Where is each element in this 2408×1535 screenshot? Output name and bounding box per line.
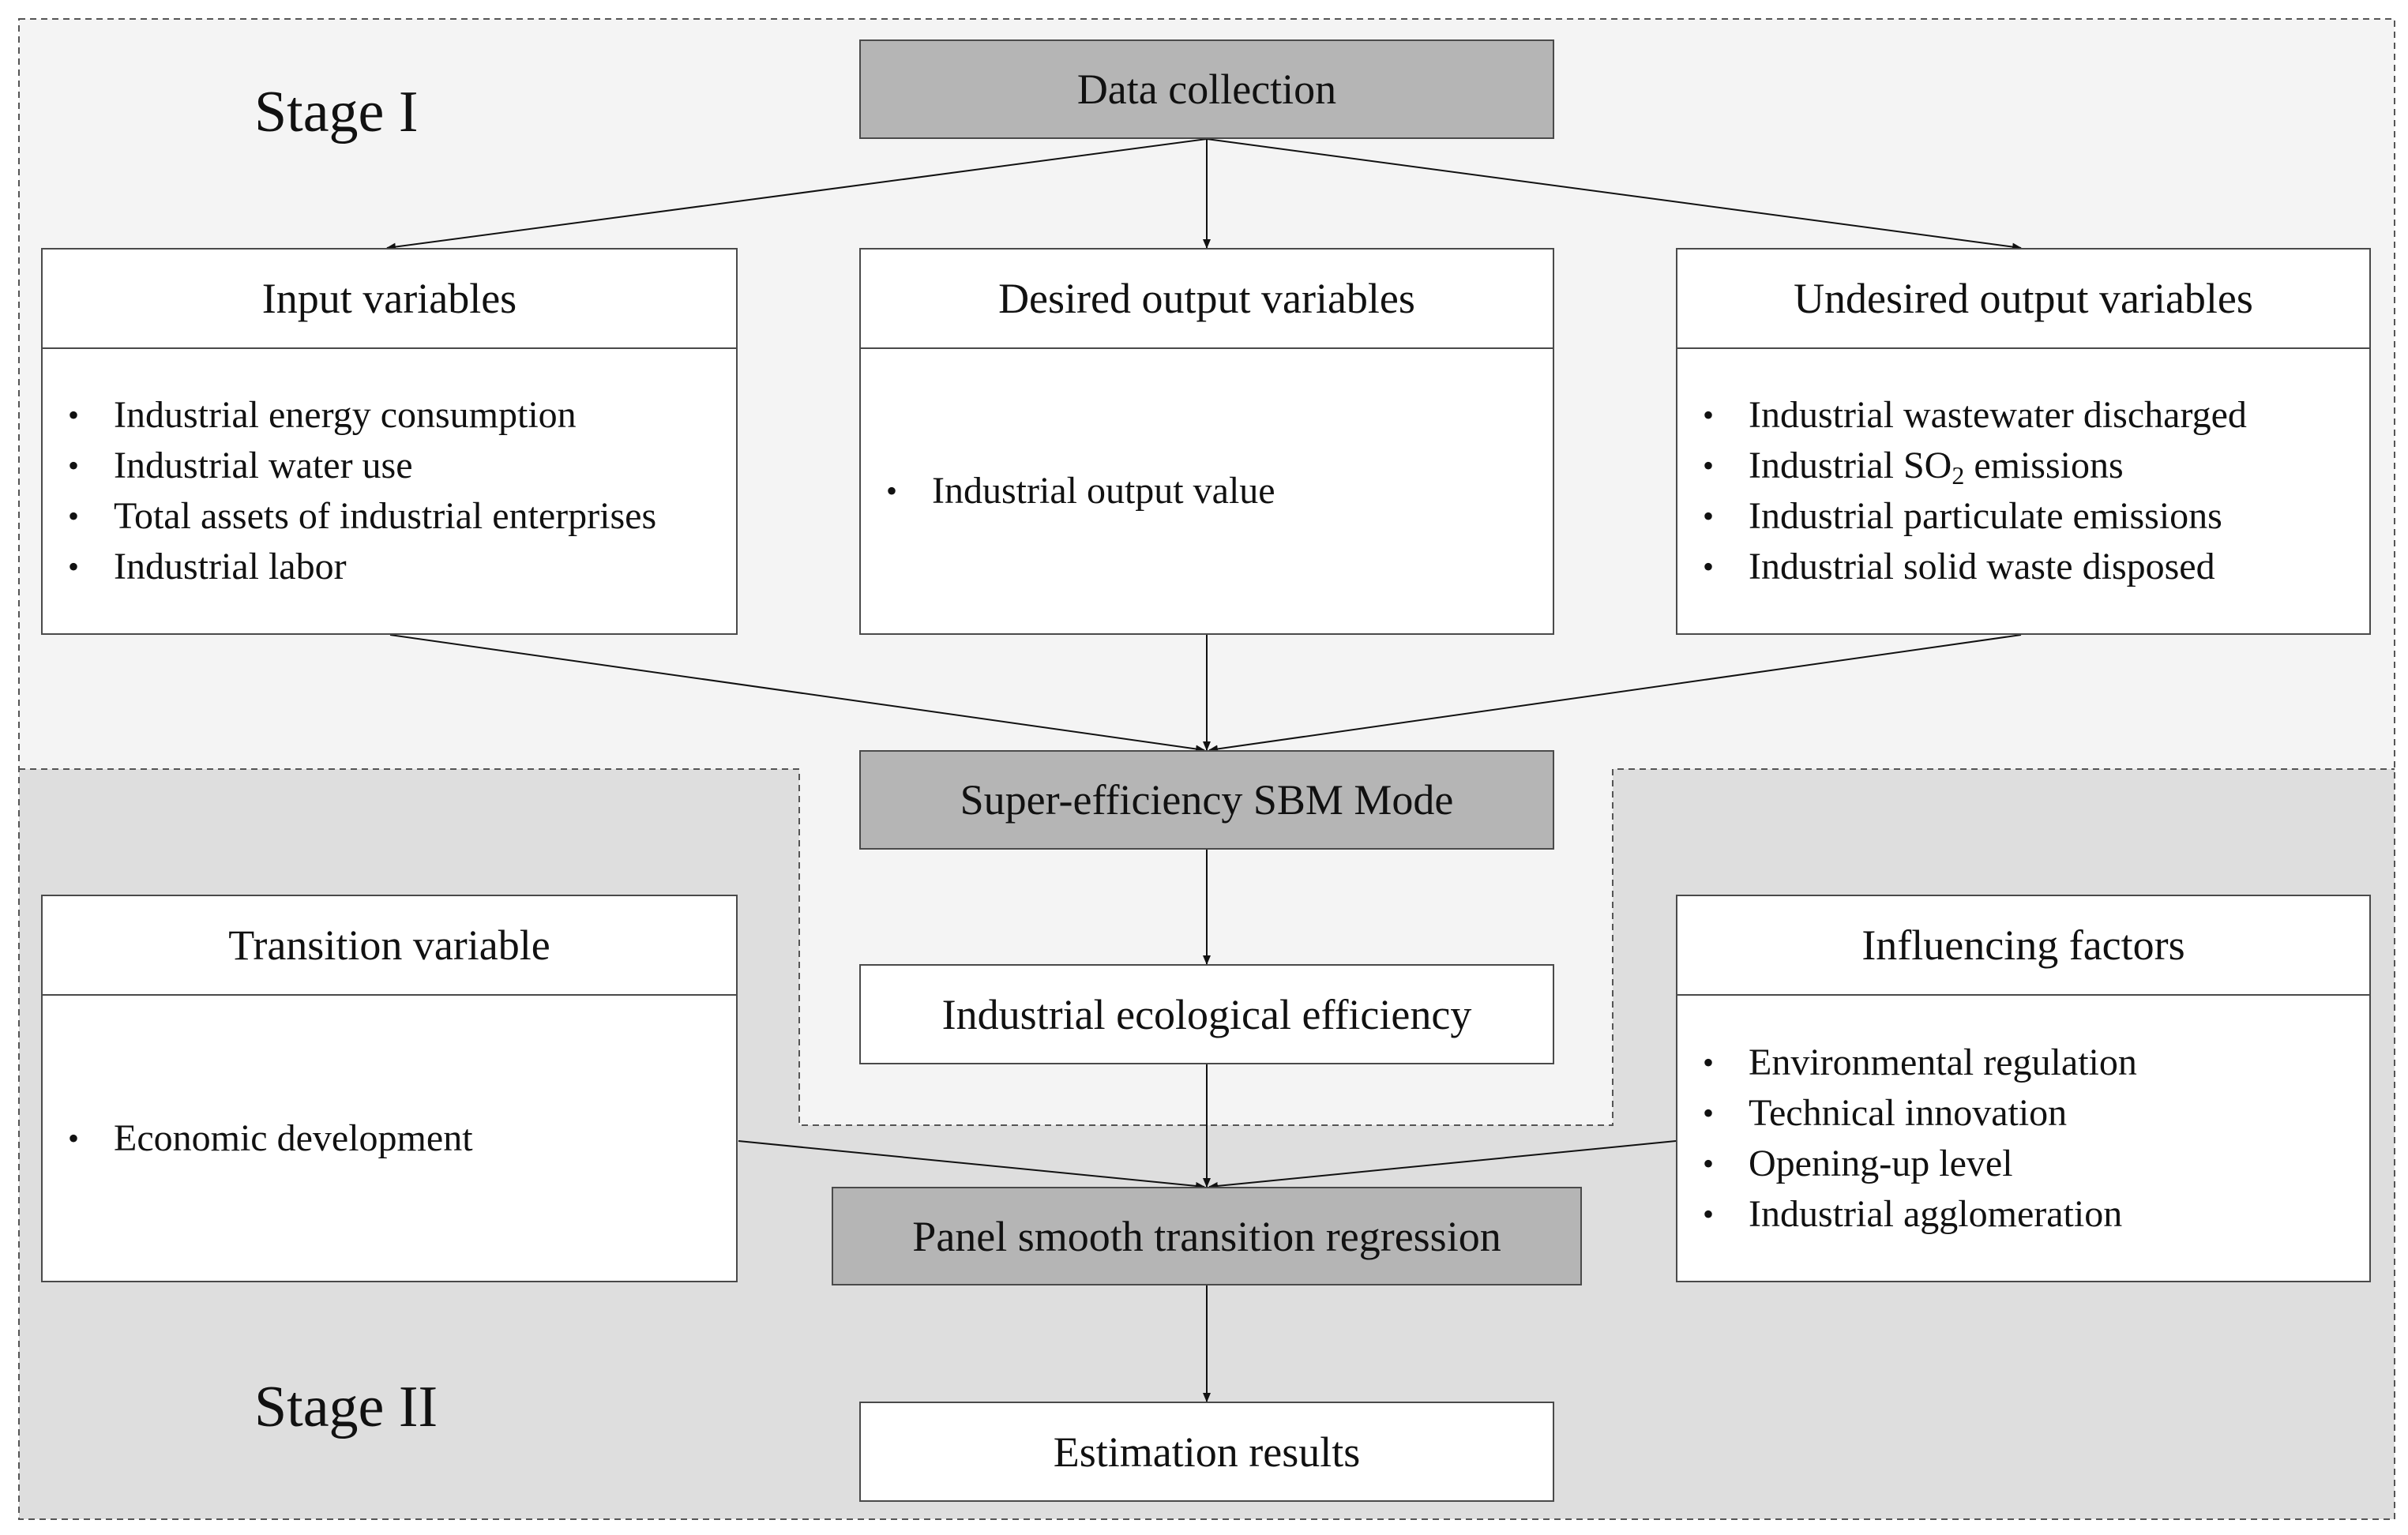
pstr-label: Panel smooth transition regression [912, 1212, 1501, 1260]
ecological-efficiency-label: Industrial ecological efficiency [941, 990, 1472, 1038]
list-item-so2: Industrial SO2 emissions [1703, 441, 2354, 491]
sbm-model-label: Super-efficiency SBM Mode [960, 776, 1454, 824]
data-collection-label: Data collection [1076, 66, 1337, 113]
pstr-box: Panel smooth transition regression [832, 1187, 1582, 1285]
arrow-dc-input [386, 138, 1208, 251]
list-item: Industrial agglomeration [1703, 1189, 2354, 1240]
transition-variable-box: Transition variable Economic development [41, 895, 738, 1282]
arrow-transition-pstr [738, 1140, 1205, 1190]
list-item: Industrial labor [68, 542, 720, 592]
list-item: Industrial solid waste disposed [1703, 542, 2354, 592]
list-item: Industrial wastewater discharged [1703, 390, 2354, 441]
stage2-label: Stage II [254, 1375, 438, 1439]
list-item: Industrial particulate emissions [1703, 491, 2354, 542]
arrow-input-sbm [389, 634, 1205, 753]
stage1-label: Stage I [254, 80, 419, 144]
ecological-efficiency-box: Industrial ecological efficiency [859, 964, 1554, 1064]
arrow-influencing-pstr [1208, 1140, 1677, 1190]
list-item: Industrial water use [68, 441, 720, 491]
sbm-model-box: Super-efficiency SBM Mode [859, 750, 1554, 850]
list-item: Opening-up level [1703, 1139, 2354, 1189]
desired-output-box: Desired output variables Industrial outp… [859, 248, 1554, 635]
undesired-output-list: Industrial wastewater discharged Industr… [1677, 390, 2369, 592]
arrow-undesired-sbm [1208, 634, 2022, 753]
desired-output-title: Desired output variables [861, 250, 1553, 349]
input-variables-list: Industrial energy consumption Industrial… [43, 390, 736, 592]
transition-variable-title: Transition variable [43, 896, 736, 996]
arrow-dc-undesired [1206, 138, 2022, 251]
undesired-output-box: Undesired output variables Industrial wa… [1676, 248, 2371, 635]
influencing-factors-box: Influencing factors Environmental regula… [1676, 895, 2371, 1282]
input-variables-title: Input variables [43, 250, 736, 349]
influencing-factors-title: Influencing factors [1677, 896, 2369, 996]
list-item: Industrial energy consumption [68, 390, 720, 441]
undesired-output-title: Undesired output variables [1677, 250, 2369, 349]
list-item: Total assets of industrial enterprises [68, 491, 720, 542]
input-variables-box: Input variables Industrial energy consum… [41, 248, 738, 635]
list-item: Environmental regulation [1703, 1038, 2354, 1088]
desired-output-list: Industrial output value [861, 466, 1553, 516]
transition-variable-list: Economic development [43, 1113, 736, 1164]
data-collection-box: Data collection [859, 39, 1554, 139]
estimation-results-box: Estimation results [859, 1402, 1554, 1502]
list-item: Industrial output value [886, 466, 1537, 516]
list-item: Economic development [68, 1113, 720, 1164]
estimation-results-label: Estimation results [1053, 1428, 1361, 1476]
list-item: Technical innovation [1703, 1088, 2354, 1139]
influencing-factors-list: Environmental regulation Technical innov… [1677, 1038, 2369, 1240]
